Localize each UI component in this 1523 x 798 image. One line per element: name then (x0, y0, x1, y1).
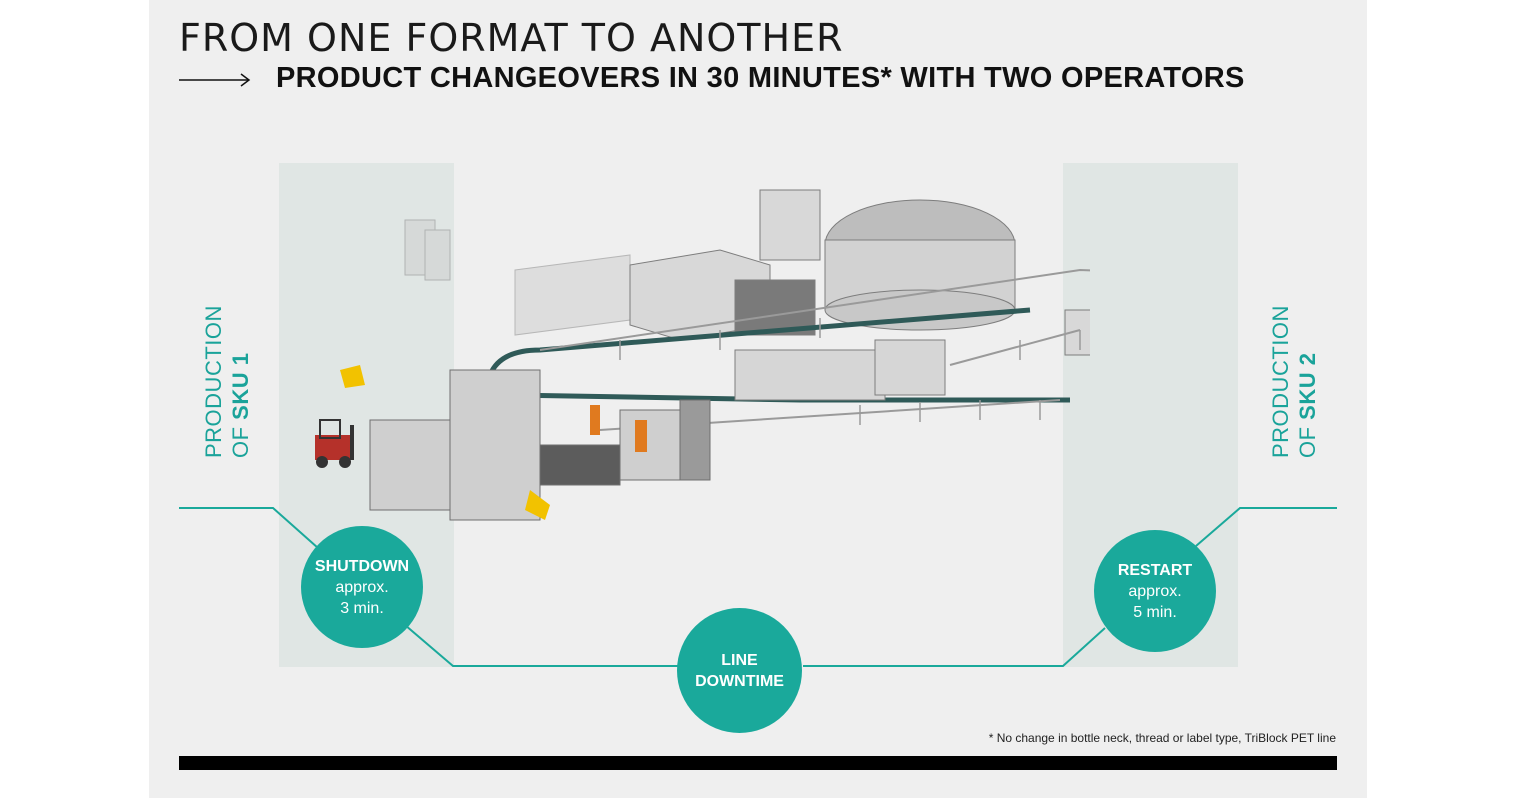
shutdown-step: SHUTDOWN approx. 3 min. (301, 526, 423, 648)
sku2-label: PRODUCTION OF SKU 2 (1268, 305, 1320, 458)
sku1-label: PRODUCTION OF SKU 1 (201, 305, 253, 458)
page-title: FROM ONE FORMAT TO ANOTHER (179, 16, 844, 60)
arrow-right-icon (179, 73, 251, 87)
footer-bar (179, 756, 1337, 770)
footnote: * No change in bottle neck, thread or la… (988, 731, 1336, 745)
line-downtime-step: LINE DOWNTIME (677, 608, 802, 733)
restart-step: RESTART approx. 5 min. (1094, 530, 1216, 652)
page-subtitle: PRODUCT CHANGEOVERS IN 30 MINUTES* WITH … (276, 62, 1245, 94)
production-line-illustration (315, 189, 1090, 521)
